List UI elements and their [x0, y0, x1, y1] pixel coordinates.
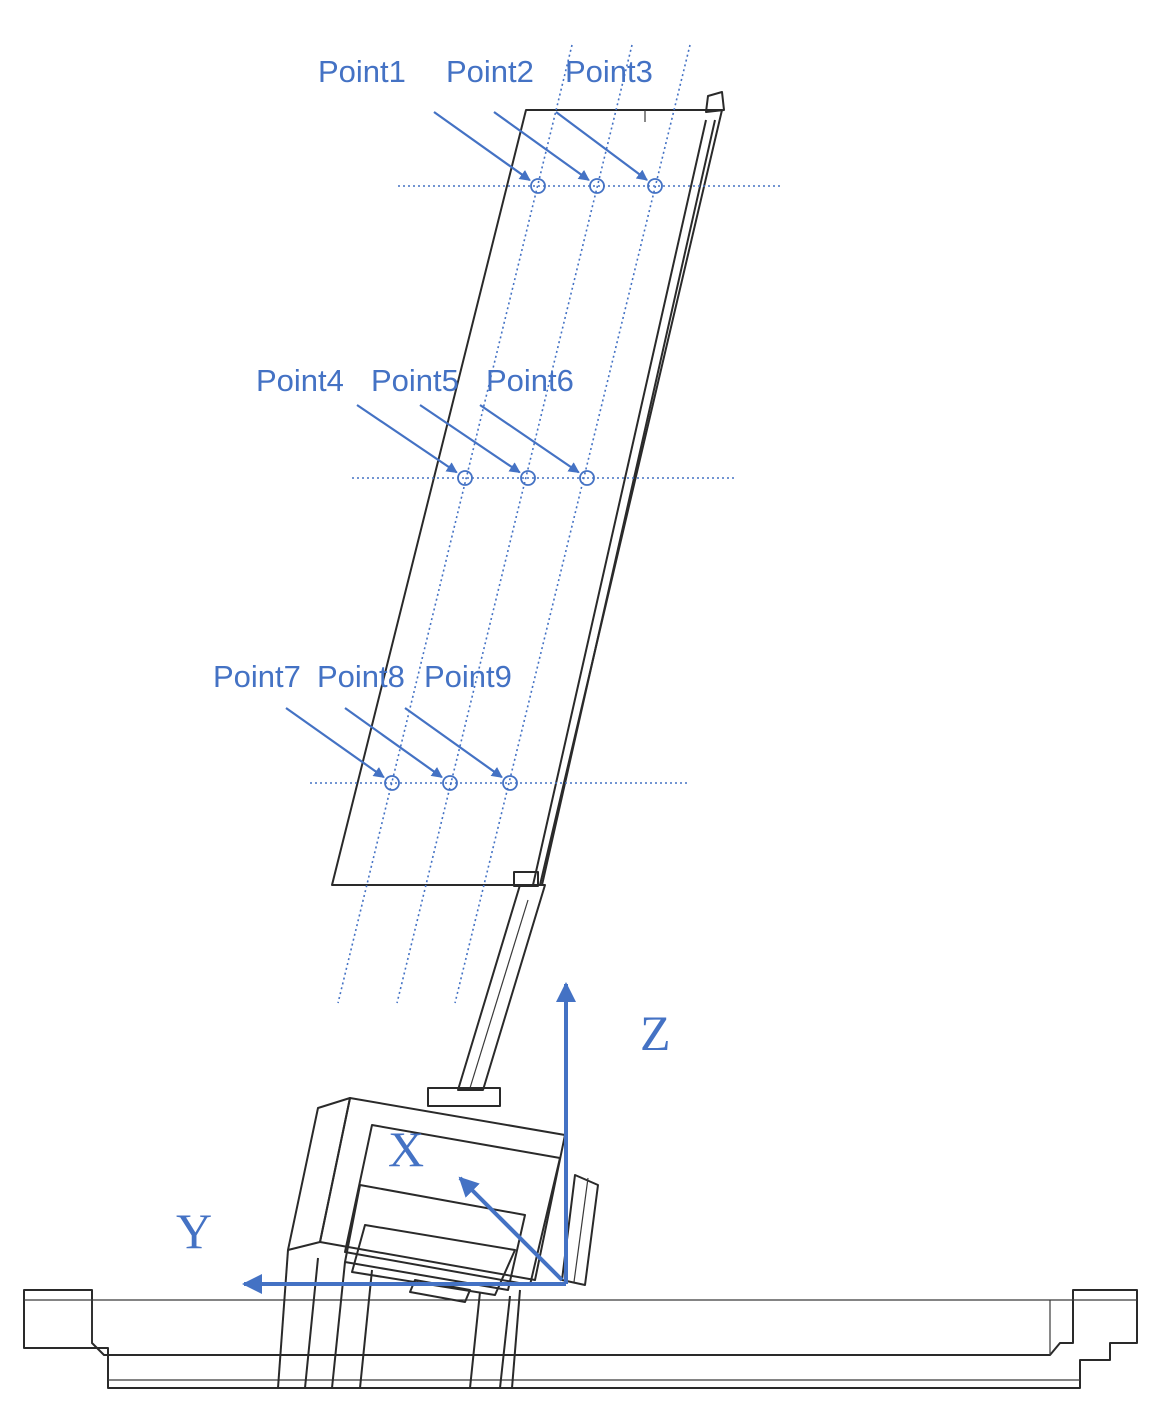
- point-marker: [530, 178, 546, 194]
- slanted-guide-line: [337, 44, 573, 1004]
- guide-lines: [310, 44, 780, 1004]
- point-label: Point5: [371, 363, 459, 398]
- point-7: Point7: [213, 659, 400, 791]
- point-pointer-arrow: [419, 404, 521, 474]
- mechanical-drawing: [23, 91, 1138, 1389]
- motor-assembly: [277, 1087, 599, 1389]
- point-pointer-arrow: [285, 707, 385, 779]
- point-pointer-arrow: [344, 707, 443, 779]
- point-marker: [520, 470, 536, 486]
- point-1: Point1: [318, 54, 546, 194]
- point-label: Point1: [318, 54, 406, 89]
- slanted-guide-line: [396, 44, 633, 1004]
- coordinate-axes: Z Y X: [176, 982, 671, 1294]
- point-label: Point7: [213, 659, 301, 694]
- shaft: [457, 884, 546, 1091]
- point-8: Point8: [317, 659, 458, 791]
- point-pointer-arrow: [433, 111, 531, 182]
- x-axis-arrow: [458, 1176, 564, 1282]
- point-2: Point2: [446, 54, 605, 194]
- point-label: Point8: [317, 659, 405, 694]
- point-label: Point2: [446, 54, 534, 89]
- point-label: Point6: [486, 363, 574, 398]
- base-plate: [23, 1289, 1138, 1389]
- point-label: Point3: [565, 54, 653, 89]
- point-4: Point4: [256, 363, 473, 486]
- point-label: Point4: [256, 363, 344, 398]
- point-marker: [502, 775, 518, 791]
- point-label: Point9: [424, 659, 512, 694]
- point-5: Point5: [371, 363, 536, 486]
- z-axis-label: Z: [640, 1005, 671, 1061]
- point-marker: [457, 470, 473, 486]
- point-3: Point3: [555, 54, 663, 194]
- point-6: Point6: [479, 363, 595, 486]
- point-pointer-arrow: [479, 404, 580, 474]
- point-9: Point9: [404, 659, 518, 791]
- point-marker: [384, 775, 400, 791]
- point-pointer-arrow: [356, 404, 458, 474]
- point-pointer-arrow: [555, 111, 648, 181]
- point-marker: [442, 775, 458, 791]
- point-marker: [647, 178, 663, 194]
- y-axis-label: Y: [176, 1203, 212, 1259]
- point-pointer-arrow: [493, 111, 590, 182]
- slanted-guide-line: [454, 44, 691, 1004]
- point-pointer-arrow: [404, 707, 503, 779]
- point-marker: [589, 178, 605, 194]
- point-marker: [579, 470, 595, 486]
- x-axis-label: X: [388, 1121, 424, 1177]
